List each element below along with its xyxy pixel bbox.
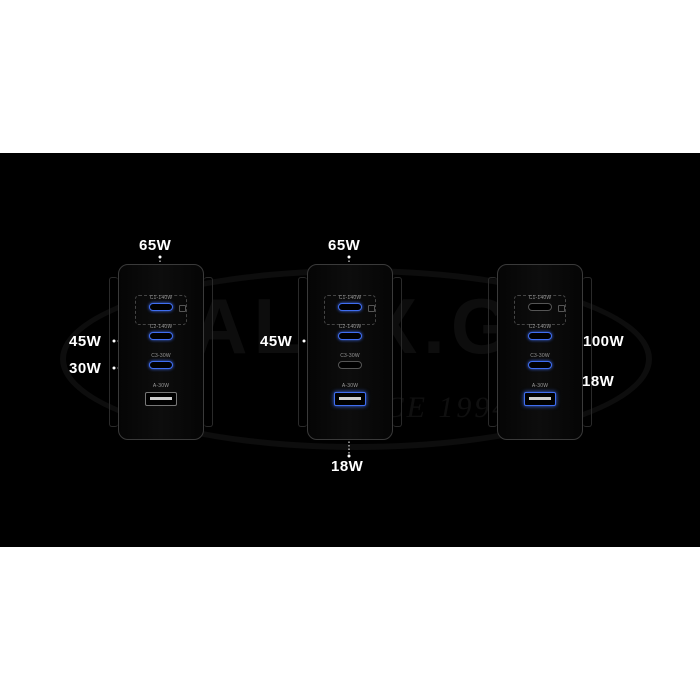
- usb-c-port-2: [528, 332, 552, 340]
- led-indicator: [558, 305, 565, 312]
- port-label-c2: C2-140W: [338, 324, 362, 330]
- led-indicator: [368, 305, 375, 312]
- usb-c-port-1: [338, 303, 362, 311]
- usb-c-port-2: [149, 332, 173, 340]
- led-indicator: [179, 305, 186, 312]
- port-label-c1: C1-140W: [149, 295, 173, 301]
- output-label-c3-100w: 100W: [583, 333, 625, 350]
- usb-c-port-1: [528, 303, 552, 311]
- usb-c-port-2: [338, 332, 362, 340]
- port-group-c1-c2: [135, 295, 187, 325]
- charger-3: C1-140W C2-140W C3-30W A-30W: [488, 264, 592, 440]
- usb-c-port-3: [338, 361, 362, 369]
- port-label-c2: C2-140W: [528, 324, 552, 330]
- usb-c-port-3: [528, 361, 552, 369]
- port-label-a: A-30W: [152, 383, 170, 389]
- port-label-a: A-30W: [531, 383, 549, 389]
- output-label-c1-30w: 30W: [69, 360, 102, 377]
- output-label-c2-65w: 65W: [328, 237, 361, 254]
- output-label-c1-45w: 45W: [69, 333, 102, 350]
- output-label-c2-45w: 45W: [260, 333, 293, 350]
- usb-a-port: [524, 392, 556, 406]
- usb-c-port-3: [149, 361, 173, 369]
- port-group-c1-c2: [324, 295, 376, 325]
- usb-c-port-1: [149, 303, 173, 311]
- usb-a-port: [145, 392, 177, 406]
- port-group-c1-c2: [514, 295, 566, 325]
- charger-1: C1-140W C2-140W C3-30W A-30W: [109, 264, 213, 440]
- port-label-c3: C3-30W: [151, 353, 171, 359]
- charger-2: C1-140W C2-140W C3-30W A-30W: [298, 264, 402, 440]
- port-label-c3: C3-30W: [340, 353, 360, 359]
- output-label-c1-65w: 65W: [139, 237, 172, 254]
- port-label-c3: C3-30W: [530, 353, 550, 359]
- port-label-c1: C1-140W: [528, 295, 552, 301]
- product-panel: MALEX.GH SINCE 1994 C1-140W C2-140W C3-3…: [0, 153, 700, 547]
- port-label-c2: C2-140W: [149, 324, 173, 330]
- port-label-c1: C1-140W: [338, 295, 362, 301]
- port-label-a: A-30W: [341, 383, 359, 389]
- output-label-c3-18w: 18W: [582, 373, 615, 390]
- usb-a-port: [334, 392, 366, 406]
- output-label-c2-18w: 18W: [331, 458, 364, 475]
